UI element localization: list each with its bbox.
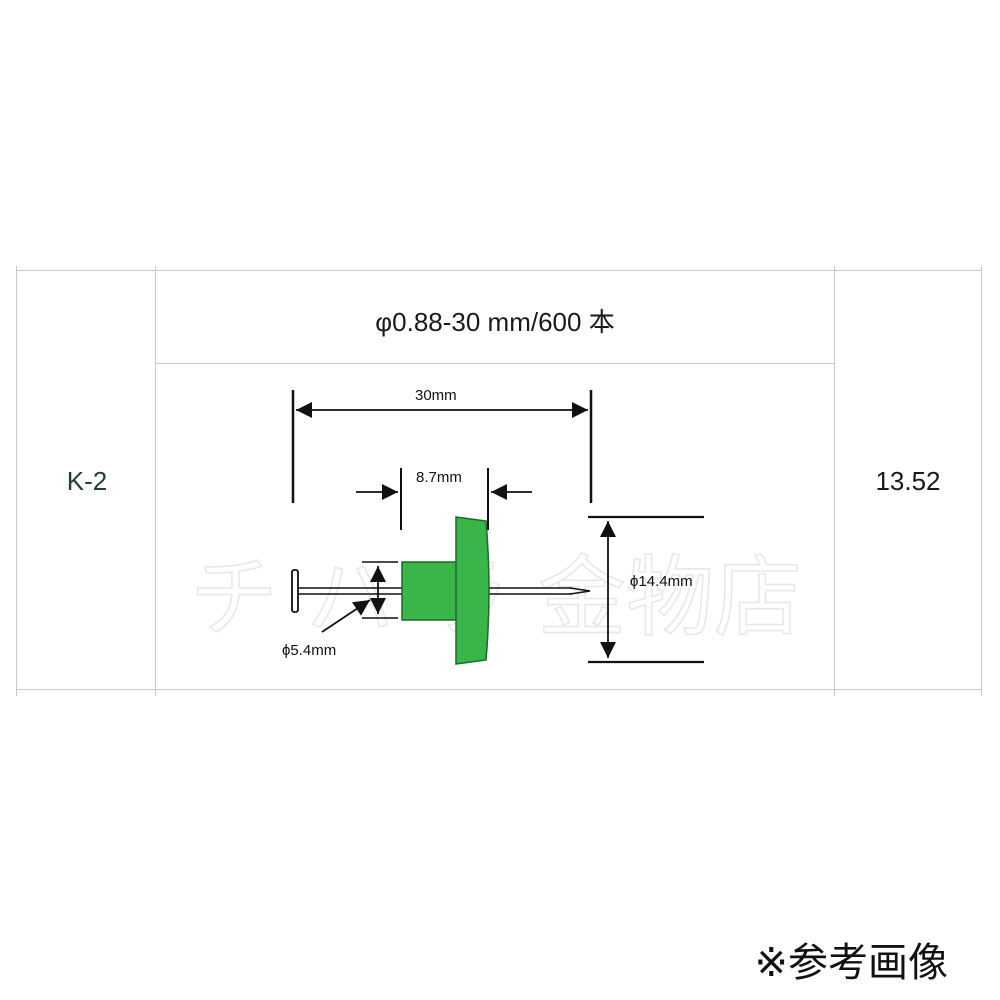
cap-diameter-label: ϕ14.4mm xyxy=(630,573,693,590)
collar-body xyxy=(401,561,461,621)
watermark-text: チ ハ ラ 金物店 xyxy=(190,546,802,649)
pin-head xyxy=(291,569,299,613)
table-left-border xyxy=(16,266,17,696)
collar-label: 8.7mm xyxy=(416,469,462,486)
spec-cell-divider xyxy=(156,363,834,364)
table-right-border xyxy=(981,266,982,696)
table-column-divider-1 xyxy=(155,266,156,696)
cap-body xyxy=(455,516,490,665)
length-label: 30mm xyxy=(415,387,457,404)
table-column-divider-2 xyxy=(834,266,835,696)
spec-cell: φ0.88-30 mm/600 本 xyxy=(375,307,615,337)
table-bottom-border xyxy=(16,689,982,690)
shank-leader xyxy=(321,599,371,633)
reference-image-note: ※参考画像 xyxy=(754,940,948,986)
shank-diameter-label: ϕ5.4mm xyxy=(282,642,336,659)
table-top-border xyxy=(16,270,982,271)
pin-tip xyxy=(569,587,591,595)
price-cell: 13.52 xyxy=(875,466,941,496)
model-cell: K-2 xyxy=(66,466,108,496)
